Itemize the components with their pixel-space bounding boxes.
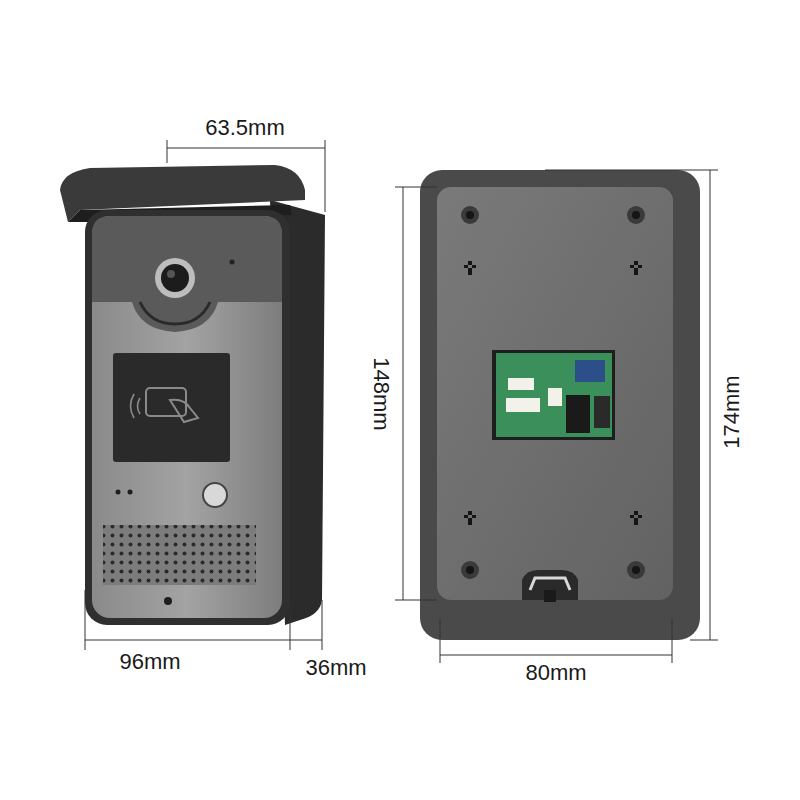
screw-centre: [466, 566, 474, 574]
dimension-label: 63.5mm: [203, 116, 286, 140]
extension-line: [85, 590, 86, 650]
connector: [506, 398, 540, 412]
screw-hole: [627, 561, 645, 579]
extension-line: [322, 600, 323, 650]
card-reader: [113, 353, 230, 462]
dimension-line: [440, 655, 672, 656]
led: [128, 490, 133, 495]
extension-line: [690, 640, 718, 641]
keyhole-slot: [464, 511, 476, 525]
notch-tab: [544, 590, 556, 602]
dimension-label: 96mm: [117, 650, 182, 674]
screw-hole: [461, 561, 479, 579]
screw-hole: [164, 597, 172, 605]
dimension-lines: [85, 140, 325, 650]
lens-glint: [167, 270, 175, 278]
dimension-line: [290, 640, 322, 641]
chip: [575, 360, 605, 382]
screw-centre: [632, 566, 640, 574]
call-button: [203, 483, 227, 507]
hand-icon: [170, 400, 198, 422]
extension-line: [440, 620, 441, 663]
keyhole-slot: [464, 261, 476, 275]
screw-hole: [627, 206, 645, 224]
wave-icon: [131, 394, 141, 418]
front-frame: [85, 210, 290, 625]
camera-lens: [161, 264, 189, 292]
circuit-board: [496, 353, 612, 437]
wiring-window: [492, 350, 615, 440]
extension-line: [395, 600, 437, 601]
extension-line: [290, 612, 291, 650]
camera-arc: [140, 302, 210, 324]
screw-centres: [466, 211, 640, 574]
led: [116, 490, 121, 495]
dimension-label: 174mm: [720, 373, 744, 450]
dimension-line: [710, 170, 711, 640]
extension-line: [167, 140, 168, 163]
connector: [508, 378, 534, 390]
screw-centre: [466, 211, 474, 219]
dimension-label: 80mm: [523, 661, 588, 685]
screw-hole: [461, 206, 479, 224]
keyhole-slot: [630, 511, 642, 525]
dimension-lines: [395, 170, 718, 663]
back-plate: [437, 187, 673, 600]
back-unit: [420, 170, 700, 640]
dimension-line: [403, 187, 404, 600]
extension-line: [672, 620, 673, 663]
keyhole-slot: [630, 261, 642, 275]
front-unit: [60, 165, 325, 625]
speaker-grille: [103, 525, 256, 585]
camera-panel: [92, 216, 282, 332]
sensor-dot: [230, 260, 235, 265]
extension-line: [545, 170, 718, 171]
screw-holes: [461, 206, 645, 579]
keyhole-slots: [464, 261, 642, 525]
front-plate: [92, 216, 282, 618]
extension-line: [325, 140, 326, 212]
back-housing: [420, 170, 700, 640]
header-pins: [594, 396, 610, 428]
connector: [548, 388, 562, 406]
card-icon: [146, 388, 186, 416]
screw-centre: [632, 211, 640, 219]
camera-ring: [155, 258, 195, 298]
dimension-label: 148mm: [369, 355, 393, 432]
dimension-line: [85, 640, 290, 641]
dimension-label: 36mm: [303, 656, 368, 680]
header-pins: [566, 395, 590, 433]
dimension-line: [167, 148, 325, 149]
notch-clip: [530, 578, 570, 590]
extension-line: [395, 187, 437, 188]
